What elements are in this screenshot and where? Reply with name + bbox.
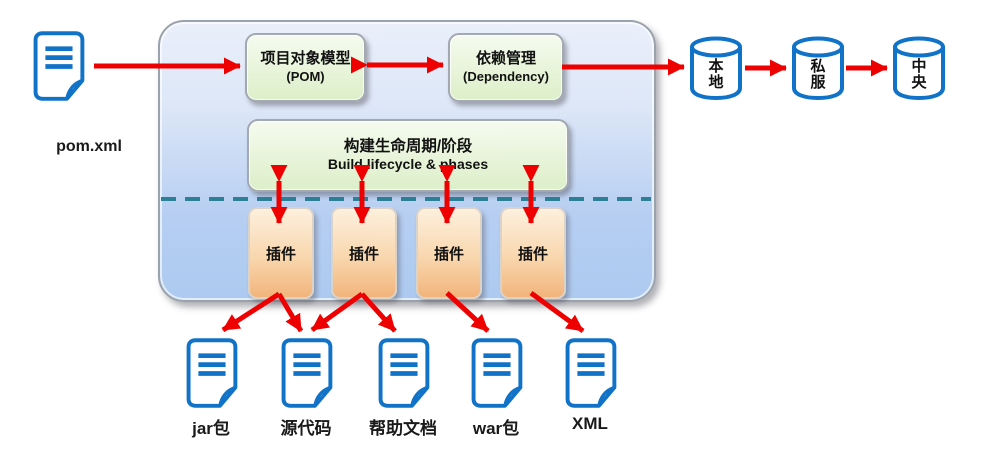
plugin-box-3: 插件 <box>416 207 482 299</box>
repository-label: 本地 <box>708 57 724 91</box>
pom-xml-file: pom.xml <box>30 30 148 170</box>
dependency-box: 依赖管理 (Dependency) <box>448 33 564 102</box>
document-icon <box>471 338 523 408</box>
output-label-war: war包 <box>472 419 520 438</box>
output-help-doc <box>375 337 432 410</box>
plugin-label: 插件 <box>517 245 548 263</box>
plugin-label: 插件 <box>348 245 379 263</box>
plugin-box-2: 插件 <box>331 207 397 299</box>
plugin-box-4: 插件 <box>500 207 566 299</box>
dependency-title: 依赖管理 <box>475 50 536 67</box>
pom-model-box: 项目对象模型 (POM) <box>245 33 366 102</box>
repository-central: 中央 <box>892 36 946 100</box>
repository-label: 中央 <box>911 57 927 91</box>
output-jar <box>183 337 240 410</box>
output-war <box>468 337 525 410</box>
document-icon <box>378 338 430 408</box>
document-icon <box>33 31 85 101</box>
build-lifecycle-box: 构建生命周期/阶段 Build lifecycle & phases <box>247 119 569 192</box>
database-cylinder-icon <box>893 36 945 100</box>
output-label-source: 源代码 <box>280 419 332 438</box>
database-cylinder-icon <box>792 36 844 100</box>
output-label-help: 帮助文档 <box>369 419 437 438</box>
output-label-jar: jar包 <box>192 419 230 438</box>
document-icon <box>186 338 238 408</box>
lifecycle-subtitle: Build lifecycle & phases <box>327 156 489 173</box>
pom-model-subtitle: (POM) <box>286 68 325 84</box>
output-xml <box>562 337 619 410</box>
output-source <box>278 337 335 410</box>
lifecycle-title: 构建生命周期/阶段 <box>343 138 473 156</box>
document-icon <box>281 338 333 408</box>
plugin-label: 插件 <box>265 245 296 263</box>
plugin-box-1: 插件 <box>248 207 314 299</box>
repository-label: 私服 <box>810 57 826 91</box>
pom-model-title: 项目对象模型 <box>260 50 351 67</box>
repository-private: 私服 <box>791 36 845 100</box>
output-label-xml: XML <box>572 414 608 433</box>
plugin-label: 插件 <box>433 245 464 263</box>
document-icon <box>565 338 617 408</box>
repository-local: 本地 <box>689 36 743 100</box>
database-cylinder-icon <box>690 36 742 100</box>
dependency-subtitle: (Dependency) <box>463 68 549 84</box>
pom-file-label: pom.xml <box>56 138 122 155</box>
